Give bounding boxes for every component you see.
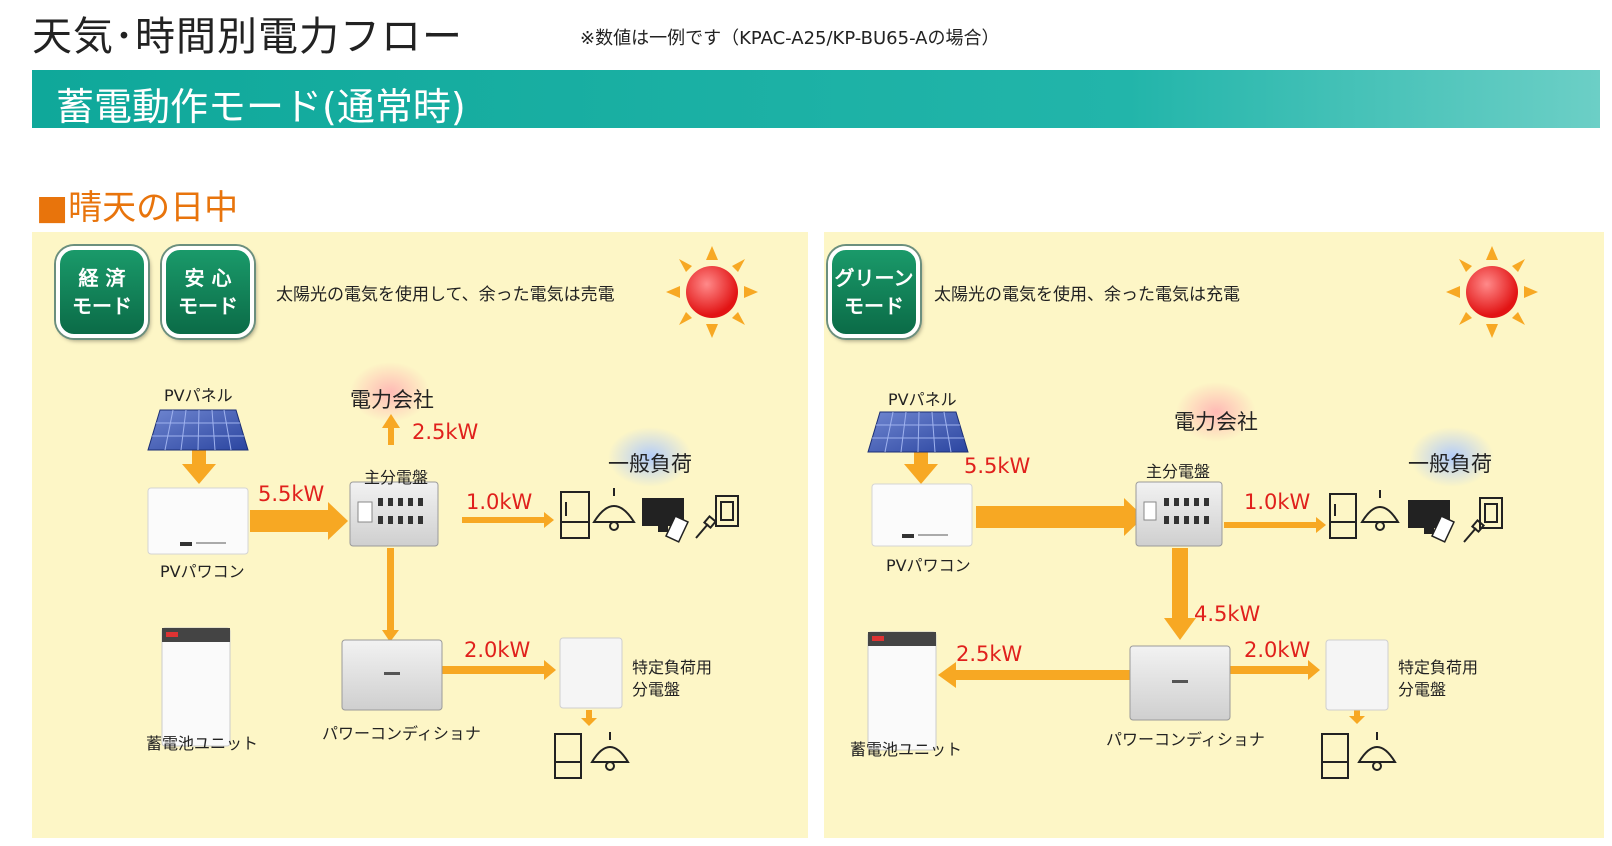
main-breaker-panel-icon [1135, 481, 1223, 547]
specific-panel-label-2: 分電盤 [632, 680, 681, 699]
flow-value-main-to-utility: 2.5kW [412, 420, 479, 444]
arrow-specific-to-loads [581, 718, 597, 726]
battery-label: 蓄電池ユニット [146, 734, 259, 753]
specific-panel-label-1: 特定負荷用 [632, 658, 713, 677]
arrow-pv-to-inverter [182, 464, 216, 484]
arrow-pcs-to-specific [1308, 660, 1320, 680]
sun-icon [666, 246, 758, 338]
pv-inverter-icon [147, 487, 249, 555]
safety-mode-badge: 安 心 モード [162, 246, 254, 338]
flow-value-pcs-to-battery: 2.5kW [956, 642, 1023, 666]
main-panel-label: 主分電盤 [364, 468, 429, 487]
ceiling-lamp-icon-specific [590, 732, 630, 771]
utility-glow [1176, 382, 1256, 442]
mode-banner: 蓄電動作モード(通常時) [32, 70, 1600, 129]
pv-inverter-label: PVパワコン [160, 562, 245, 581]
main-breaker-panel-icon [349, 481, 439, 547]
refrigerator-icon [1329, 493, 1357, 539]
green-mode-badge: グリーン モード [828, 246, 920, 338]
badge-line2: モード [72, 294, 132, 318]
right-diagram [867, 246, 1538, 779]
badge-line1: 安 心 [184, 266, 232, 290]
example-note: ※数値は一例です（KPAC-A25/KP-BU65-Aの場合） [580, 28, 1000, 49]
refrigerator-icon-specific [554, 733, 582, 779]
flow-value-pv-to-main: 5.5kW [964, 454, 1031, 478]
arrow-specific-to-loads [1349, 716, 1365, 724]
utility-label: 電力会社 [1174, 410, 1258, 434]
right-panel: グリーン モード 太陽光の電気を使用、余った電気は充電 PVパネル PVパワコン… [824, 232, 1604, 838]
arrow-inverter-to-main [1124, 498, 1144, 536]
utility-label: 電力会社 [350, 388, 434, 412]
arrow-inverter-to-main [328, 502, 348, 540]
specific-panel-label-2: 分電盤 [1398, 680, 1447, 699]
outlet-plug-icon [1463, 497, 1503, 543]
general-load-label: 一般負荷 [608, 452, 692, 476]
general-load-glow [608, 427, 692, 487]
pv-panel-label: PVパネル [164, 386, 233, 405]
battery-unit-icon [867, 631, 937, 751]
flow-value-pcs-to-specific: 2.0kW [1244, 638, 1311, 662]
mode-description: 太陽光の電気を使用して、余った電気は売電 [276, 285, 615, 305]
power-conditioner-label: パワーコンディショナ [1106, 730, 1265, 749]
arrow-main-to-general [1316, 517, 1326, 533]
utility-glow [350, 362, 430, 422]
page-title: 天気･時間別電力フロー [32, 14, 463, 60]
left-panel: 経 済 モード 安 心 モード 太陽光の電気を使用して、余った電気は売電 PVパ… [32, 232, 808, 838]
economy-mode-badge: 経 済 モード [56, 246, 148, 338]
flow-value-pv-to-main: 5.5kW [258, 482, 325, 506]
badge-line2: モード [178, 294, 238, 318]
mode-description: 太陽光の電気を使用、余った電気は充電 [934, 285, 1240, 305]
left-diagram [147, 246, 758, 779]
badge-line1: グリーン [834, 266, 914, 290]
power-conditioner-label: パワーコンディショナ [322, 724, 481, 743]
arrow-pcs-to-specific [544, 660, 556, 680]
specific-load-panel-icon [1325, 639, 1389, 711]
flow-value-pcs-to-specific: 2.0kW [464, 638, 531, 662]
section-heading: ■晴天の日中 [36, 188, 239, 228]
pv-inverter-label: PVパワコン [886, 556, 971, 575]
flow-value-main-to-pcs: 4.5kW [1194, 602, 1261, 626]
battery-unit-icon [161, 627, 231, 747]
general-load-glow [1410, 427, 1494, 487]
specific-panel-label-1: 特定負荷用 [1398, 658, 1479, 677]
refrigerator-icon [560, 491, 590, 539]
ceiling-lamp-icon [1360, 490, 1400, 531]
arrow-main-to-general [544, 512, 554, 528]
solar-panel-icon [867, 411, 969, 453]
power-conditioner-icon [1129, 645, 1231, 721]
flow-value-main-to-general: 1.0kW [466, 490, 533, 514]
specific-load-panel-icon [559, 637, 623, 709]
refrigerator-icon-specific [1321, 733, 1349, 779]
pv-panel-label: PVパネル [888, 390, 957, 409]
main-panel-label: 主分電盤 [1146, 462, 1211, 481]
arrow-main-to-utility [382, 414, 400, 428]
general-load-label: 一般負荷 [1408, 452, 1492, 476]
sun-icon [1446, 246, 1538, 338]
pv-inverter-icon [871, 483, 973, 547]
tv-icon [642, 498, 689, 543]
power-conditioner-icon [341, 639, 443, 711]
outlet-plug-icon [695, 495, 739, 539]
flow-arrows [904, 446, 1365, 724]
ceiling-lamp-icon-specific [1357, 732, 1397, 771]
arrow-pcs-to-battery [938, 662, 956, 688]
tv-icon [1408, 500, 1455, 543]
arrow-main-to-pcs [382, 630, 399, 642]
mode-banner-label: 蓄電動作モード(通常時) [56, 85, 466, 129]
flow-value-main-to-general: 1.0kW [1244, 490, 1311, 514]
badge-line1: 経 済 [78, 266, 126, 290]
arrow-pv-to-inverter [904, 464, 938, 484]
badge-line2: モード [844, 294, 904, 318]
battery-label: 蓄電池ユニット [850, 740, 963, 759]
solar-panel-icon [147, 409, 249, 451]
ceiling-lamp-icon [592, 488, 636, 531]
arrow-main-to-pcs [1164, 618, 1196, 640]
